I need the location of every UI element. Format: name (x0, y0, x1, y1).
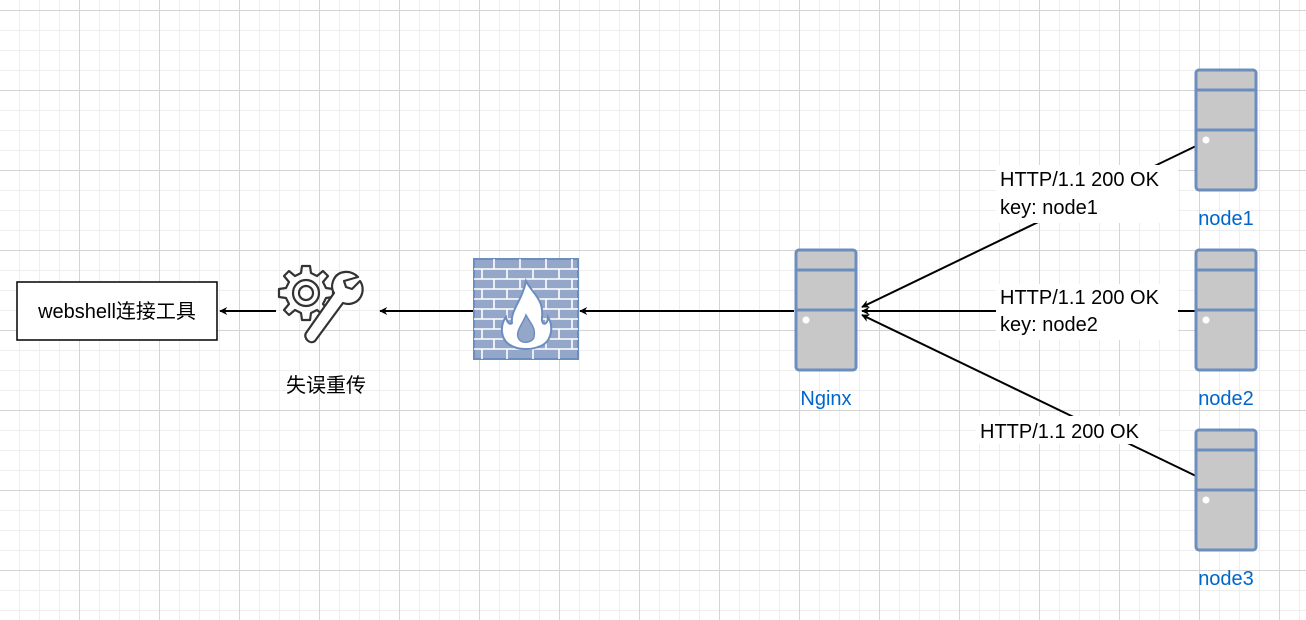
edge-label-3-status: HTTP/1.1 200 OK (980, 421, 1140, 443)
edge-label-2-status: HTTP/1.1 200 OK (1000, 287, 1160, 309)
edge-label-2: HTTP/1.1 200 OK key: node2 (996, 284, 1178, 340)
edge-node3-to-nginx (861, 314, 1197, 477)
firewall-icon (473, 258, 579, 360)
nginx-node[interactable]: Nginx (794, 248, 858, 410)
retransmit-label: 失误重传 (286, 374, 366, 397)
edge-label-2-key: key: node2 (1000, 314, 1098, 336)
server-icon (1194, 68, 1258, 192)
node2-label: node2 (1198, 388, 1254, 410)
edge-label-3: HTTP/1.1 200 OK (976, 416, 1158, 444)
server-icon (1194, 428, 1258, 552)
firewall-node[interactable] (473, 258, 579, 360)
nginx-label: Nginx (800, 388, 851, 410)
node2-server[interactable]: node2 (1194, 248, 1258, 410)
server-icon (794, 248, 858, 372)
client-node[interactable]: webshell连接工具 (16, 281, 218, 341)
retransmit-node[interactable]: 失误重传 (277, 264, 366, 397)
node1-label: node1 (1198, 208, 1254, 230)
node3-label: node3 (1198, 568, 1254, 590)
node3-server[interactable]: node3 (1194, 428, 1258, 590)
client-label: webshell连接工具 (37, 300, 196, 323)
edge-label-1: HTTP/1.1 200 OK key: node1 (996, 165, 1178, 223)
edge-label-1-key: key: node1 (1000, 197, 1098, 219)
edge-label-1-status: HTTP/1.1 200 OK (1000, 169, 1160, 191)
server-icon (1194, 248, 1258, 372)
node1-server[interactable]: node1 (1194, 68, 1258, 230)
gear-wrench-icon (277, 264, 364, 344)
